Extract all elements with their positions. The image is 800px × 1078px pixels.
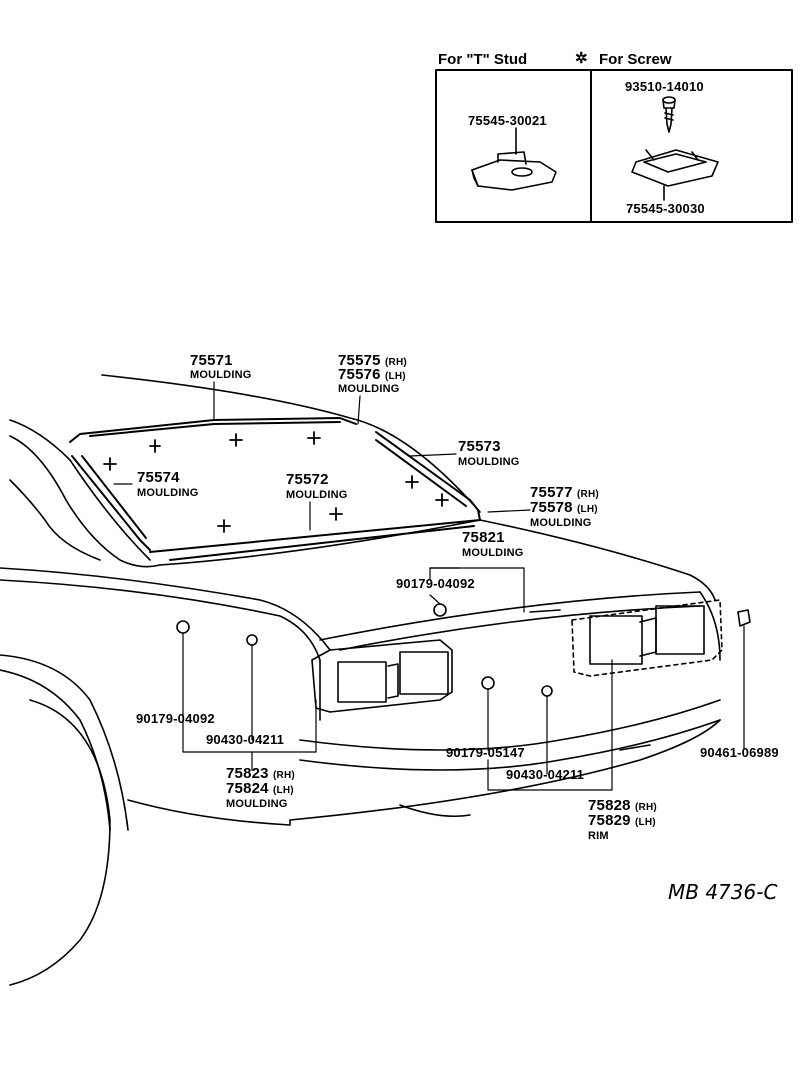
part-name: MOULDING <box>462 547 524 559</box>
part-number: 75575 <box>338 352 381 369</box>
part-number: 75572 <box>286 471 329 488</box>
tail-lamp-right <box>571 599 723 677</box>
clip-screw-icon <box>631 149 719 201</box>
part-number: 75577 <box>530 484 573 501</box>
part-name: MOULDING <box>226 798 288 810</box>
part-number: 75823 <box>226 765 269 782</box>
clip-t-stud-icon <box>471 127 557 191</box>
part-label: 90430-04211 <box>206 732 285 747</box>
part-name: MOULDING <box>190 369 252 381</box>
part-number: 75821 <box>462 529 505 546</box>
part-number: 75574 <box>137 469 180 486</box>
part-name: MOULDING <box>338 383 400 395</box>
part-side: (LH) <box>577 504 598 515</box>
part-side: (LH) <box>273 785 294 796</box>
drawing-code: MB 4736-C <box>668 880 778 904</box>
legend-screw-title: For Screw <box>599 51 672 68</box>
fasteners <box>176 603 751 697</box>
legend-box <box>435 69 793 223</box>
part-label: 90179-04092 <box>136 711 215 726</box>
part-number: 75829 <box>588 812 631 829</box>
legend-t-stud-title: For "T" Stud <box>438 51 528 68</box>
part-label: 75545-30021 <box>468 113 547 128</box>
part-name: RIM <box>588 830 609 842</box>
part-label: 75545-30030 <box>626 201 705 216</box>
part-name: MOULDING <box>137 487 199 499</box>
part-number: 75576 <box>338 366 381 383</box>
tail-lamp-left <box>311 639 453 713</box>
part-label: 90430-04211 <box>506 767 585 782</box>
part-label: 90179-05147 <box>446 745 525 760</box>
part-name: MOULDING <box>286 489 348 501</box>
part-number: 75578 <box>530 499 573 516</box>
part-label: 90179-04092 <box>396 576 475 591</box>
part-side: (LH) <box>385 371 406 382</box>
part-name: MOULDING <box>458 456 520 468</box>
part-name: MOULDING <box>530 517 592 529</box>
part-side: (RH) <box>385 357 407 368</box>
screw-markers <box>103 431 449 533</box>
part-label: 93510-14010 <box>625 79 704 94</box>
part-number: 75824 <box>226 780 269 797</box>
part-side: (RH) <box>577 489 599 500</box>
part-side: (RH) <box>273 770 295 781</box>
part-label: 90461-06989 <box>700 745 779 760</box>
part-number: 75571 <box>190 352 233 369</box>
part-number: 75573 <box>458 438 501 455</box>
part-side: (LH) <box>635 817 656 828</box>
part-number: 75828 <box>588 797 631 814</box>
screw-icon <box>662 96 676 133</box>
part-side: (RH) <box>635 802 657 813</box>
rear-window-mouldings <box>69 417 481 561</box>
screw-symbol-icon: ✲ <box>575 50 588 67</box>
leader-lines <box>113 381 745 791</box>
